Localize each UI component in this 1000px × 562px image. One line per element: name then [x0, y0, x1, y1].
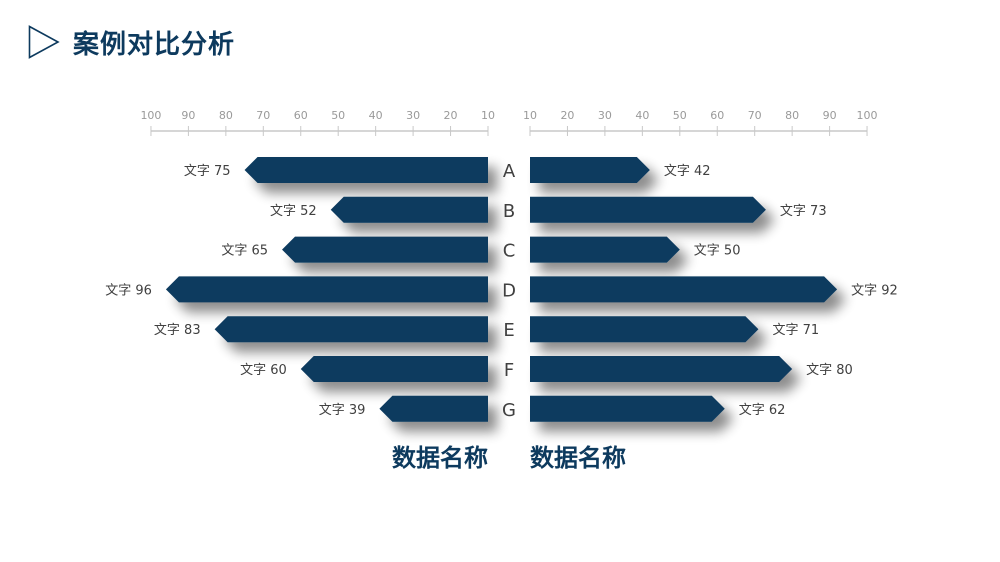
category-label: E [503, 320, 514, 341]
right-data-label: 文字 71 [772, 323, 819, 338]
left-bar-D [165, 276, 488, 303]
right-tick-label: 30 [598, 109, 612, 122]
category-label: D [502, 280, 516, 301]
left-data-label: 文字 60 [240, 363, 287, 378]
triangle-outline-icon [28, 25, 60, 59]
category-label: G [502, 400, 516, 421]
page-title: 案例对比分析 [73, 29, 236, 60]
left-tick-label: 60 [294, 109, 308, 122]
left-data-label: 文字 75 [184, 164, 231, 179]
right-data-label: 文字 92 [851, 283, 898, 298]
left-data-label: 文字 96 [105, 283, 152, 298]
left-bar-F [300, 356, 488, 382]
right-bar-D [530, 276, 838, 303]
left-series-title: 数据名称 [392, 444, 488, 472]
right-bar-G [530, 395, 725, 422]
right-tick-label: 80 [785, 109, 799, 122]
right-bar-B [530, 196, 766, 223]
right-data-label: 文字 42 [664, 164, 711, 179]
right-tick-label: 10 [523, 109, 537, 122]
right-tick-label: 100 [857, 109, 878, 122]
right-data-label: 文字 62 [739, 403, 786, 418]
right-tick-label: 20 [560, 109, 574, 122]
left-tick-label: 50 [331, 109, 345, 122]
category-label: B [503, 201, 515, 222]
left-tick-label: 90 [181, 109, 195, 122]
category-label: C [503, 241, 516, 262]
right-data-label: 文字 50 [694, 244, 741, 259]
title-bar: 案例对比分析 [28, 24, 235, 60]
right-tick-label: 50 [673, 109, 687, 122]
left-data-label: 文字 39 [319, 403, 366, 418]
right-bar-A [530, 157, 650, 183]
left-bar-G [379, 395, 488, 422]
right-tick-label: 60 [710, 109, 724, 122]
left-tick-label: 40 [369, 109, 383, 122]
left-data-label: 文字 83 [154, 323, 201, 338]
labels: 文字 75 文字 42 A 文字 52 文字 73 B 文字 65 文字 50 C 文字 96 文字… [105, 161, 898, 472]
left-bar-B [330, 196, 488, 223]
axes: 10 10 20 20 30 30 40 40 50 50 60 60 70 70 80 80 90 90 100 1… [140, 109, 878, 136]
left-tick-label: 70 [256, 109, 270, 122]
left-data-label: 文字 65 [221, 244, 268, 259]
left-tick-label: 20 [444, 109, 458, 122]
left-tick-label: 80 [219, 109, 233, 122]
left-bar-C [282, 236, 488, 263]
right-tick-label: 90 [823, 109, 837, 122]
left-bar-E [214, 316, 489, 343]
left-tick-label: 100 [140, 109, 161, 122]
left-tick-label: 10 [481, 109, 495, 122]
bars [165, 157, 838, 422]
right-data-label: 文字 73 [780, 204, 827, 219]
category-label: A [503, 161, 516, 182]
left-tick-label: 30 [406, 109, 420, 122]
category-label: F [504, 360, 514, 381]
right-bar-E [530, 316, 759, 343]
right-data-label: 文字 80 [806, 363, 853, 378]
right-series-title: 数据名称 [530, 444, 626, 472]
left-data-label: 文字 52 [270, 204, 317, 219]
right-bar-C [530, 236, 680, 263]
left-bar-A [244, 157, 488, 183]
right-bar-F [530, 356, 793, 382]
right-tick-label: 40 [635, 109, 649, 122]
right-tick-label: 70 [748, 109, 762, 122]
